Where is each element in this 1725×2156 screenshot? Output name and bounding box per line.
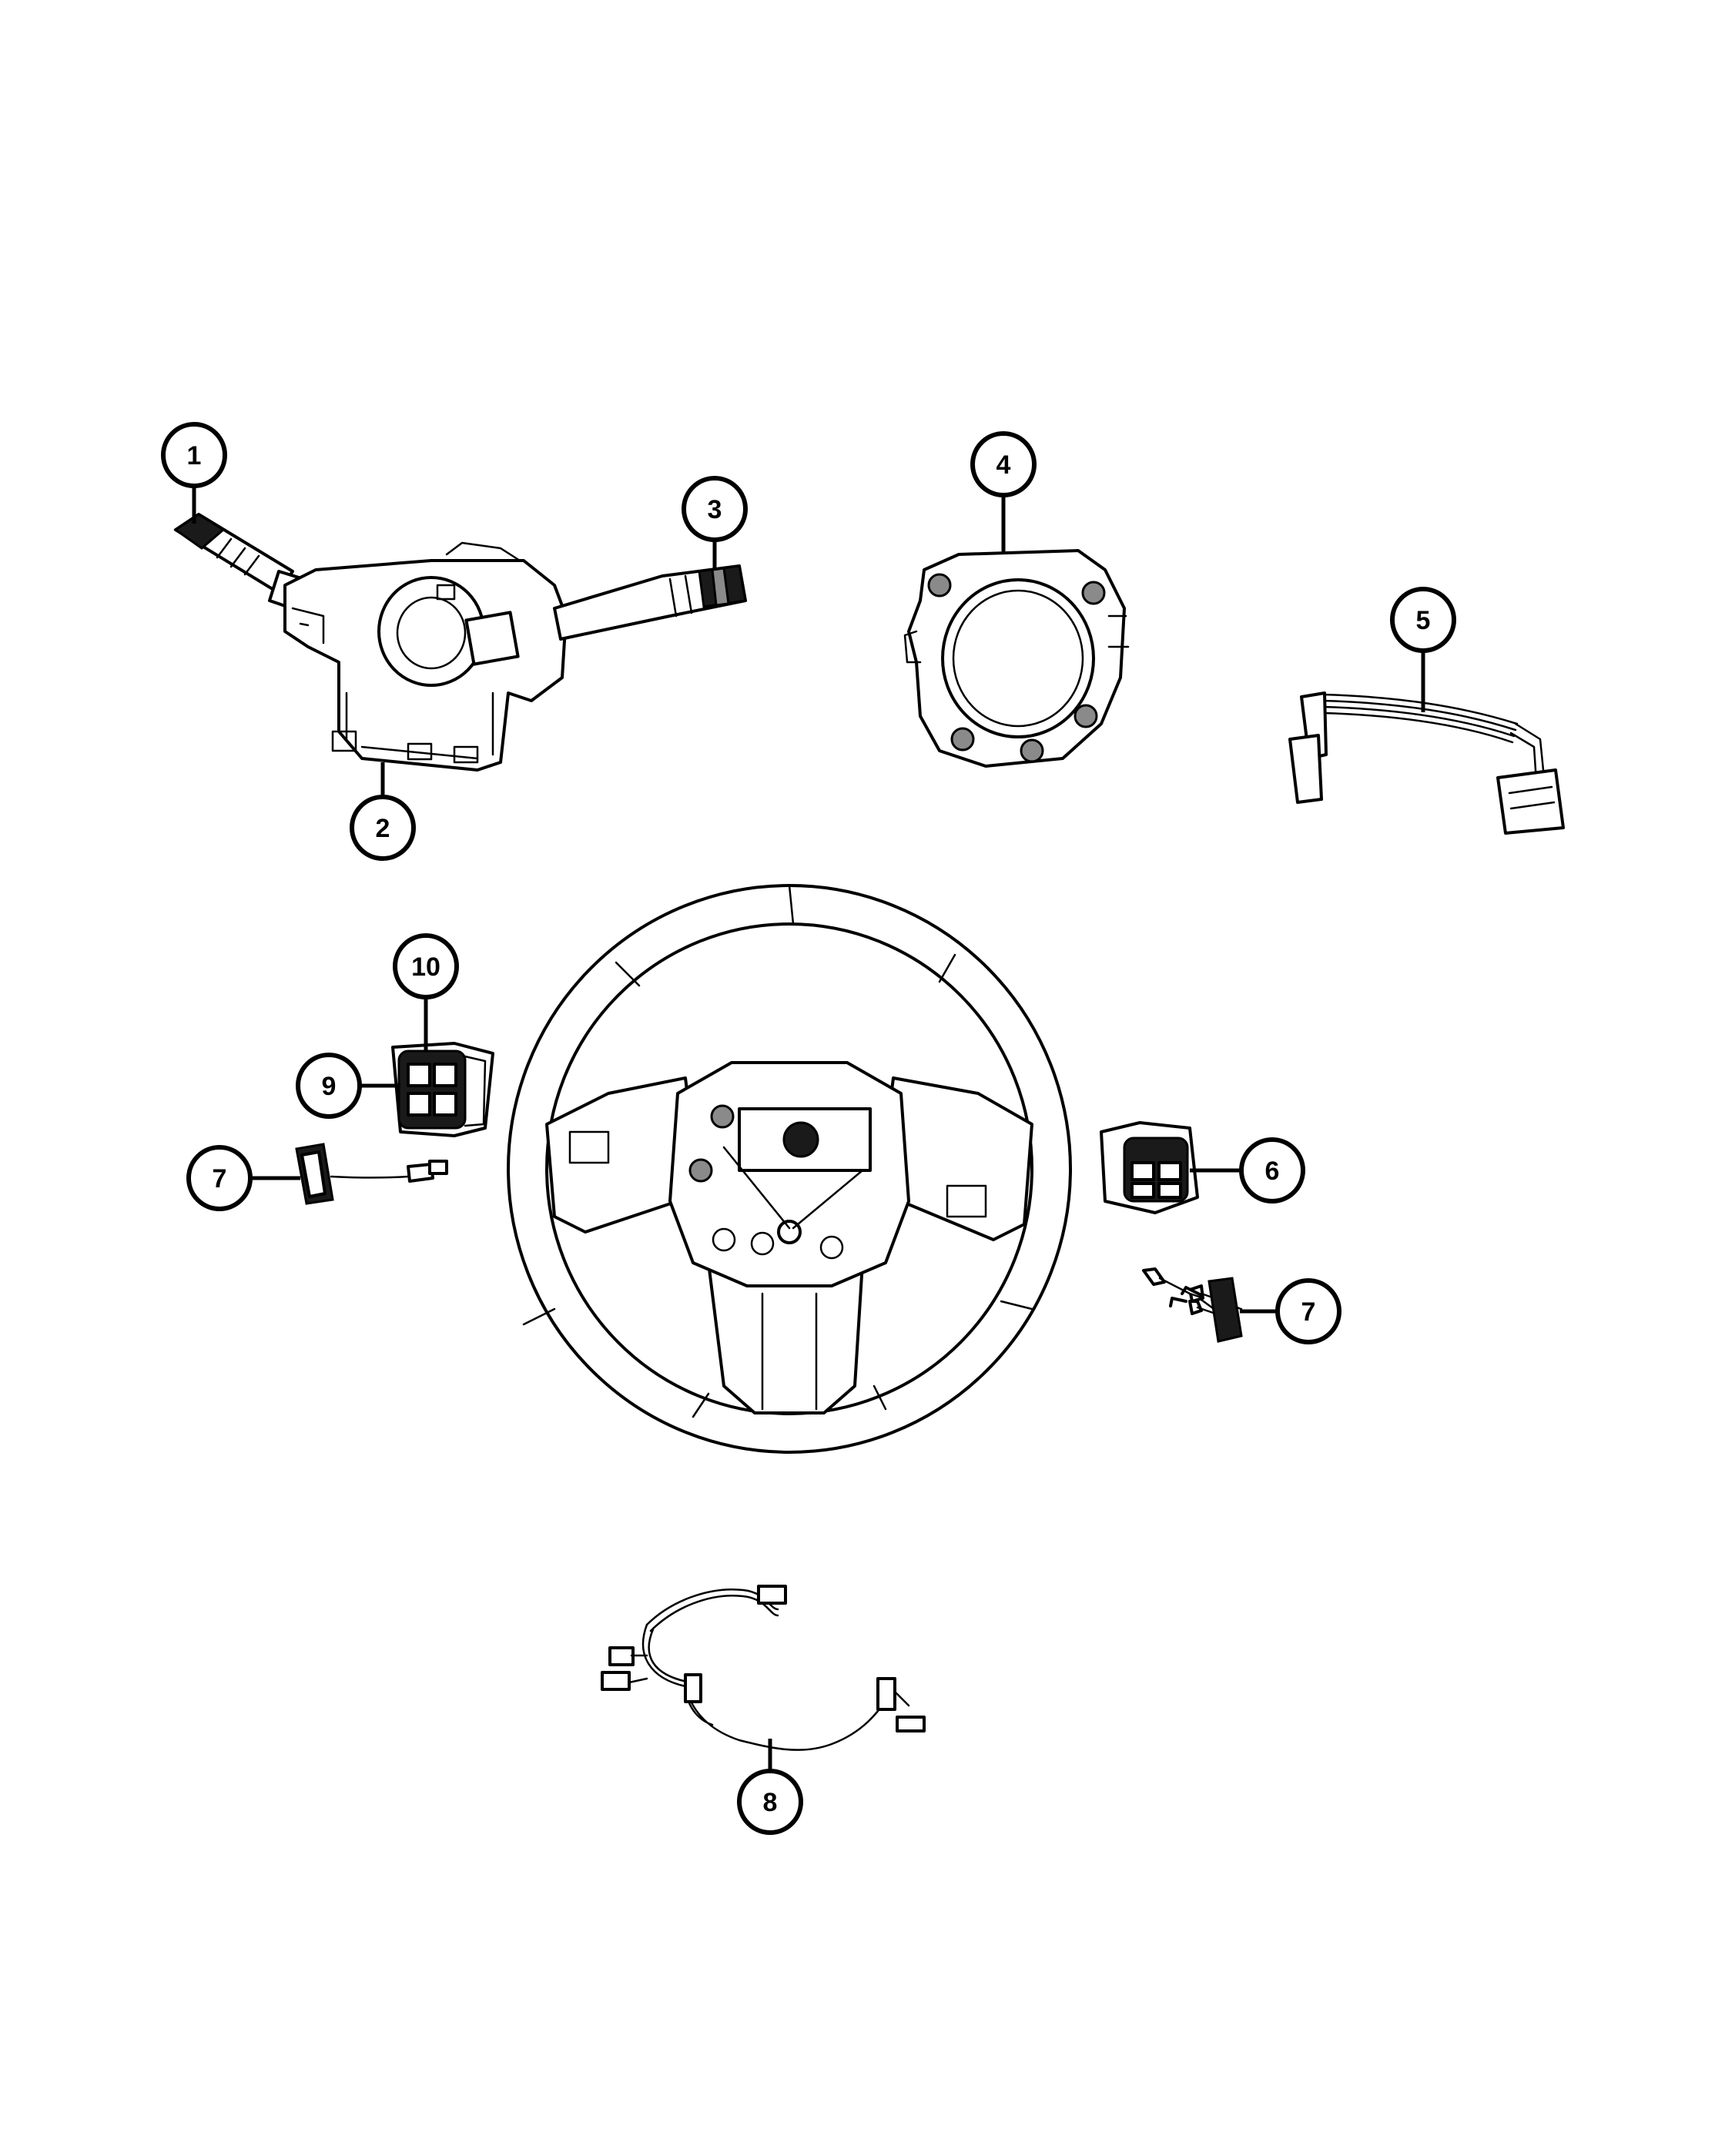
- callout-6-label: 6: [1265, 1157, 1280, 1186]
- callout-10: 10: [393, 933, 459, 999]
- multifunction-switch-assembly: [173, 513, 747, 772]
- paddle-switch-right: [1142, 1267, 1243, 1343]
- callout-8-label: 8: [763, 1788, 778, 1817]
- callout-5-label: 5: [1416, 606, 1431, 635]
- wire-harness-short: [1288, 691, 1565, 835]
- callout-7b: 7: [1275, 1278, 1341, 1344]
- callout-4: 4: [970, 431, 1037, 497]
- callout-9: 9: [296, 1053, 362, 1119]
- callout-10-label: 10: [411, 952, 440, 982]
- callout-5: 5: [1390, 587, 1456, 653]
- callout-7a: 7: [186, 1145, 253, 1211]
- callout-1-label: 1: [187, 441, 202, 470]
- paddle-switch-left: [295, 1143, 448, 1205]
- callout-3: 3: [682, 476, 748, 542]
- callout-6: 6: [1239, 1137, 1305, 1204]
- callout-7b-label: 7: [1301, 1297, 1316, 1327]
- leader-lines: [192, 486, 1425, 1771]
- callout-1: 1: [161, 422, 227, 488]
- callouts: 1 2 3 4 5 6 7 7: [161, 422, 1456, 1835]
- steering-wheel-switch-right: [1100, 1121, 1199, 1214]
- callout-7a-label: 7: [213, 1164, 227, 1194]
- clockspring: [903, 549, 1130, 768]
- steering-wheel-switch-left: [391, 1042, 494, 1137]
- callout-2: 2: [350, 795, 416, 861]
- wiper-stalk: [553, 564, 747, 641]
- callout-2-label: 2: [376, 814, 390, 843]
- callout-8: 8: [737, 1769, 803, 1835]
- callout-9-label: 9: [322, 1072, 337, 1101]
- callout-3-label: 3: [708, 495, 722, 524]
- clockspring-housing: [283, 541, 568, 772]
- callout-4-label: 4: [996, 450, 1011, 480]
- steering-wheel: [507, 884, 1072, 1454]
- wire-harness-long: [601, 1585, 926, 1751]
